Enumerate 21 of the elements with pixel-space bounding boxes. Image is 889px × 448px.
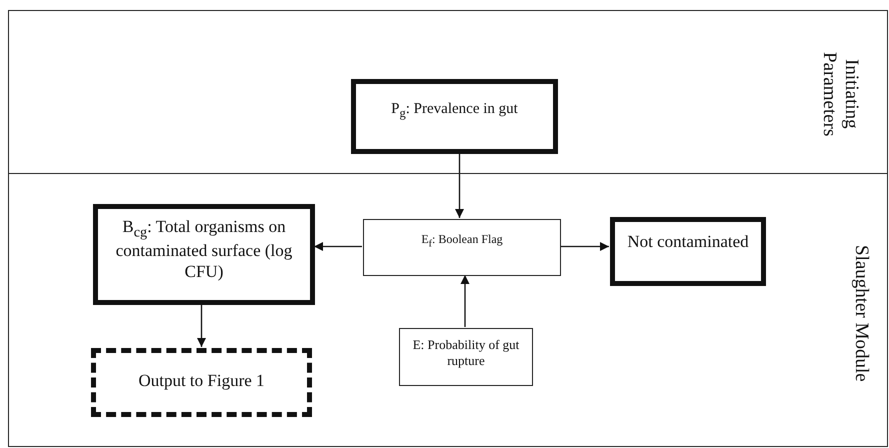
section-label: Initiating Parameters: [818, 50, 862, 138]
arrow: [314, 242, 362, 251]
section-band: [8, 10, 888, 174]
process-box: [351, 79, 558, 154]
node-label: B$_{cg}$: Total organisms on contaminated surface (log CFU): [114, 217, 294, 282]
arrow: [455, 153, 464, 218]
output-box: [91, 348, 312, 417]
node-label: Output to Figure 1: [137, 371, 266, 392]
arrow: [560, 242, 609, 251]
node-label: E$_{f}$: Boolean Flag: [420, 232, 504, 250]
node-label: E: Probability of gut rupture: [412, 337, 520, 368]
arrow: [197, 304, 206, 347]
process-box: [610, 217, 766, 286]
process-box: [363, 219, 561, 276]
node-label: P$_{g}$: Prevalence in gut: [390, 100, 519, 121]
process-box: [93, 204, 315, 305]
process-box: [399, 328, 533, 386]
node-label: Not contaminated: [626, 232, 750, 252]
section-band: [8, 173, 888, 447]
arrow: [460, 275, 470, 327]
section-label: Slaughter Module: [850, 244, 872, 384]
